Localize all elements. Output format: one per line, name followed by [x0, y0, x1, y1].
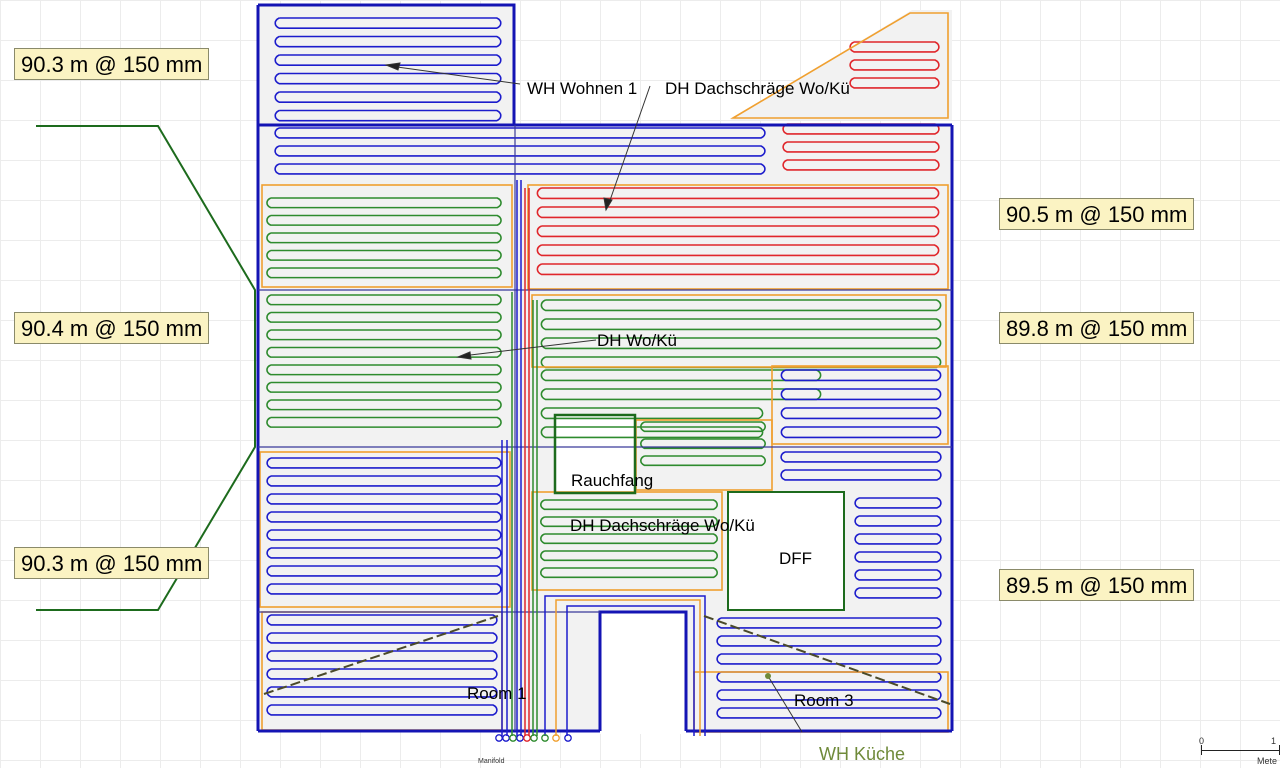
- manifold-ports[interactable]: [495, 734, 572, 742]
- heating-loop-blue-right-upper[interactable]: [780, 369, 942, 439]
- manifold-label: Manifold: [478, 758, 505, 765]
- annotation-arrows: [384, 62, 803, 733]
- rauchfang-border: [553, 413, 637, 495]
- label-dh-woku[interactable]: DH Wo/Kü: [597, 331, 677, 350]
- label-rauchfang[interactable]: Rauchfang: [571, 471, 654, 490]
- label-room3[interactable]: Room 3: [794, 691, 854, 710]
- scale-line: [1201, 750, 1280, 751]
- heating-loop-green-upper-left[interactable]: [266, 197, 502, 279]
- heating-loop-blue-right-side[interactable]: [854, 497, 942, 599]
- length-tag-right-lower[interactable]: 89.5 m @ 150 mm: [999, 569, 1195, 601]
- label-dh-dachschraege-mid[interactable]: DH Dachschräge Wo/Kü: [570, 516, 755, 535]
- length-tag-right-mid[interactable]: 89.8 m @ 150 mm: [999, 312, 1195, 344]
- supply-pipes: [501, 180, 706, 736]
- length-tag-left-top[interactable]: 90.3 m @ 150 mm: [14, 48, 210, 80]
- heating-loop-blue-right-mid[interactable]: [780, 451, 942, 481]
- heating-loop-green-center[interactable]: [540, 407, 764, 439]
- dff-border: [727, 491, 845, 611]
- label-dh-dachschraege-top[interactable]: DH Dachschräge Wo/Kü: [665, 79, 850, 98]
- heating-loop-wh-wohnen[interactable]: [274, 17, 502, 122]
- scale-end: 1: [1271, 736, 1277, 746]
- length-tag-right-upper[interactable]: 90.5 m @ 150 mm: [999, 198, 1195, 230]
- heating-loop-room3[interactable]: [716, 617, 942, 719]
- heating-loop-room1[interactable]: [266, 614, 498, 716]
- scale-unit: Mete: [1257, 756, 1278, 766]
- heating-loop-green-small[interactable]: [640, 421, 766, 467]
- scale-start: 0: [1199, 736, 1205, 746]
- length-tag-left-mid[interactable]: 90.4 m @ 150 mm: [14, 312, 210, 344]
- heating-loop-blue-left-lower[interactable]: [266, 457, 502, 595]
- label-room1[interactable]: Room 1: [467, 684, 527, 703]
- label-wh-kueche[interactable]: WH Küche: [819, 744, 906, 764]
- label-wh-wohnen[interactable]: WH Wohnen 1: [527, 79, 638, 98]
- dff-cutout: [728, 492, 844, 610]
- heating-loop-corridor[interactable]: [274, 127, 766, 175]
- heating-loop-green-left[interactable]: [266, 294, 502, 428]
- heating-loop-green-mid[interactable]: [540, 299, 942, 369]
- length-tag-left-bottom[interactable]: 90.3 m @ 150 mm: [14, 547, 210, 579]
- heating-loop-dachschraege-top[interactable]: [849, 41, 940, 89]
- walls: [256, 3, 954, 733]
- entrance-notch: [600, 612, 686, 734]
- scale-bar: 0 1 Mete: [1195, 734, 1280, 768]
- heating-loop-red-main[interactable]: [536, 187, 940, 276]
- label-dff[interactable]: DFF: [779, 549, 813, 568]
- scale-tick-start: [1201, 745, 1202, 755]
- heating-loop-green-lower[interactable]: [540, 499, 718, 579]
- leader-lines: [36, 125, 256, 611]
- cutouts: [555, 415, 844, 734]
- slope-lines: [263, 615, 951, 705]
- rauchfang-cutout: [555, 415, 635, 493]
